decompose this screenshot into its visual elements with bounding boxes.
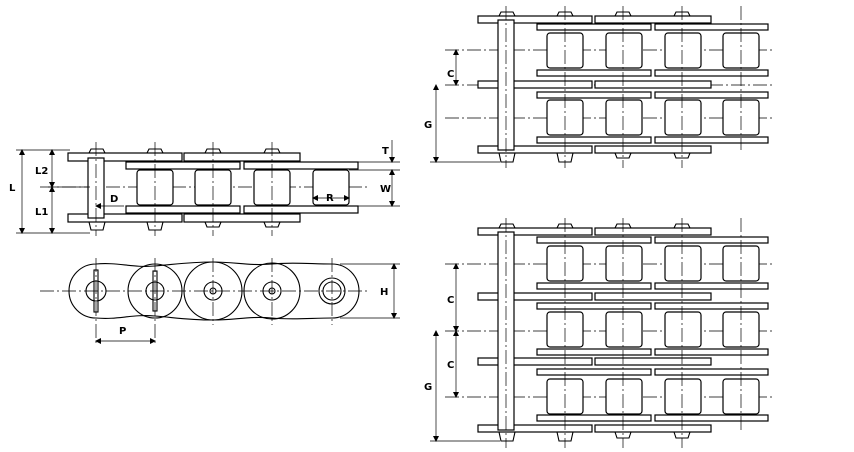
- label-G-duplex: G: [424, 120, 432, 131]
- triplex-top-view: C C G: [424, 218, 775, 448]
- label-C-triplex-1: C: [447, 295, 454, 306]
- label-C-duplex: C: [447, 69, 454, 80]
- simplex-side-view: P H: [40, 258, 400, 345]
- label-D: D: [110, 194, 118, 205]
- label-L1: L1: [35, 207, 48, 218]
- label-L2: L2: [35, 166, 48, 177]
- simplex-top-view: L L2 L1 D T W R: [9, 140, 400, 236]
- label-G-triplex: G: [424, 382, 432, 393]
- duplex-top-view: C G: [424, 6, 775, 168]
- label-L: L: [9, 183, 16, 194]
- label-H: H: [380, 287, 388, 298]
- label-R: R: [326, 193, 334, 204]
- label-C-triplex-2: C: [447, 360, 454, 371]
- label-T: T: [382, 146, 389, 157]
- label-P: P: [119, 326, 126, 337]
- label-W: W: [380, 184, 391, 195]
